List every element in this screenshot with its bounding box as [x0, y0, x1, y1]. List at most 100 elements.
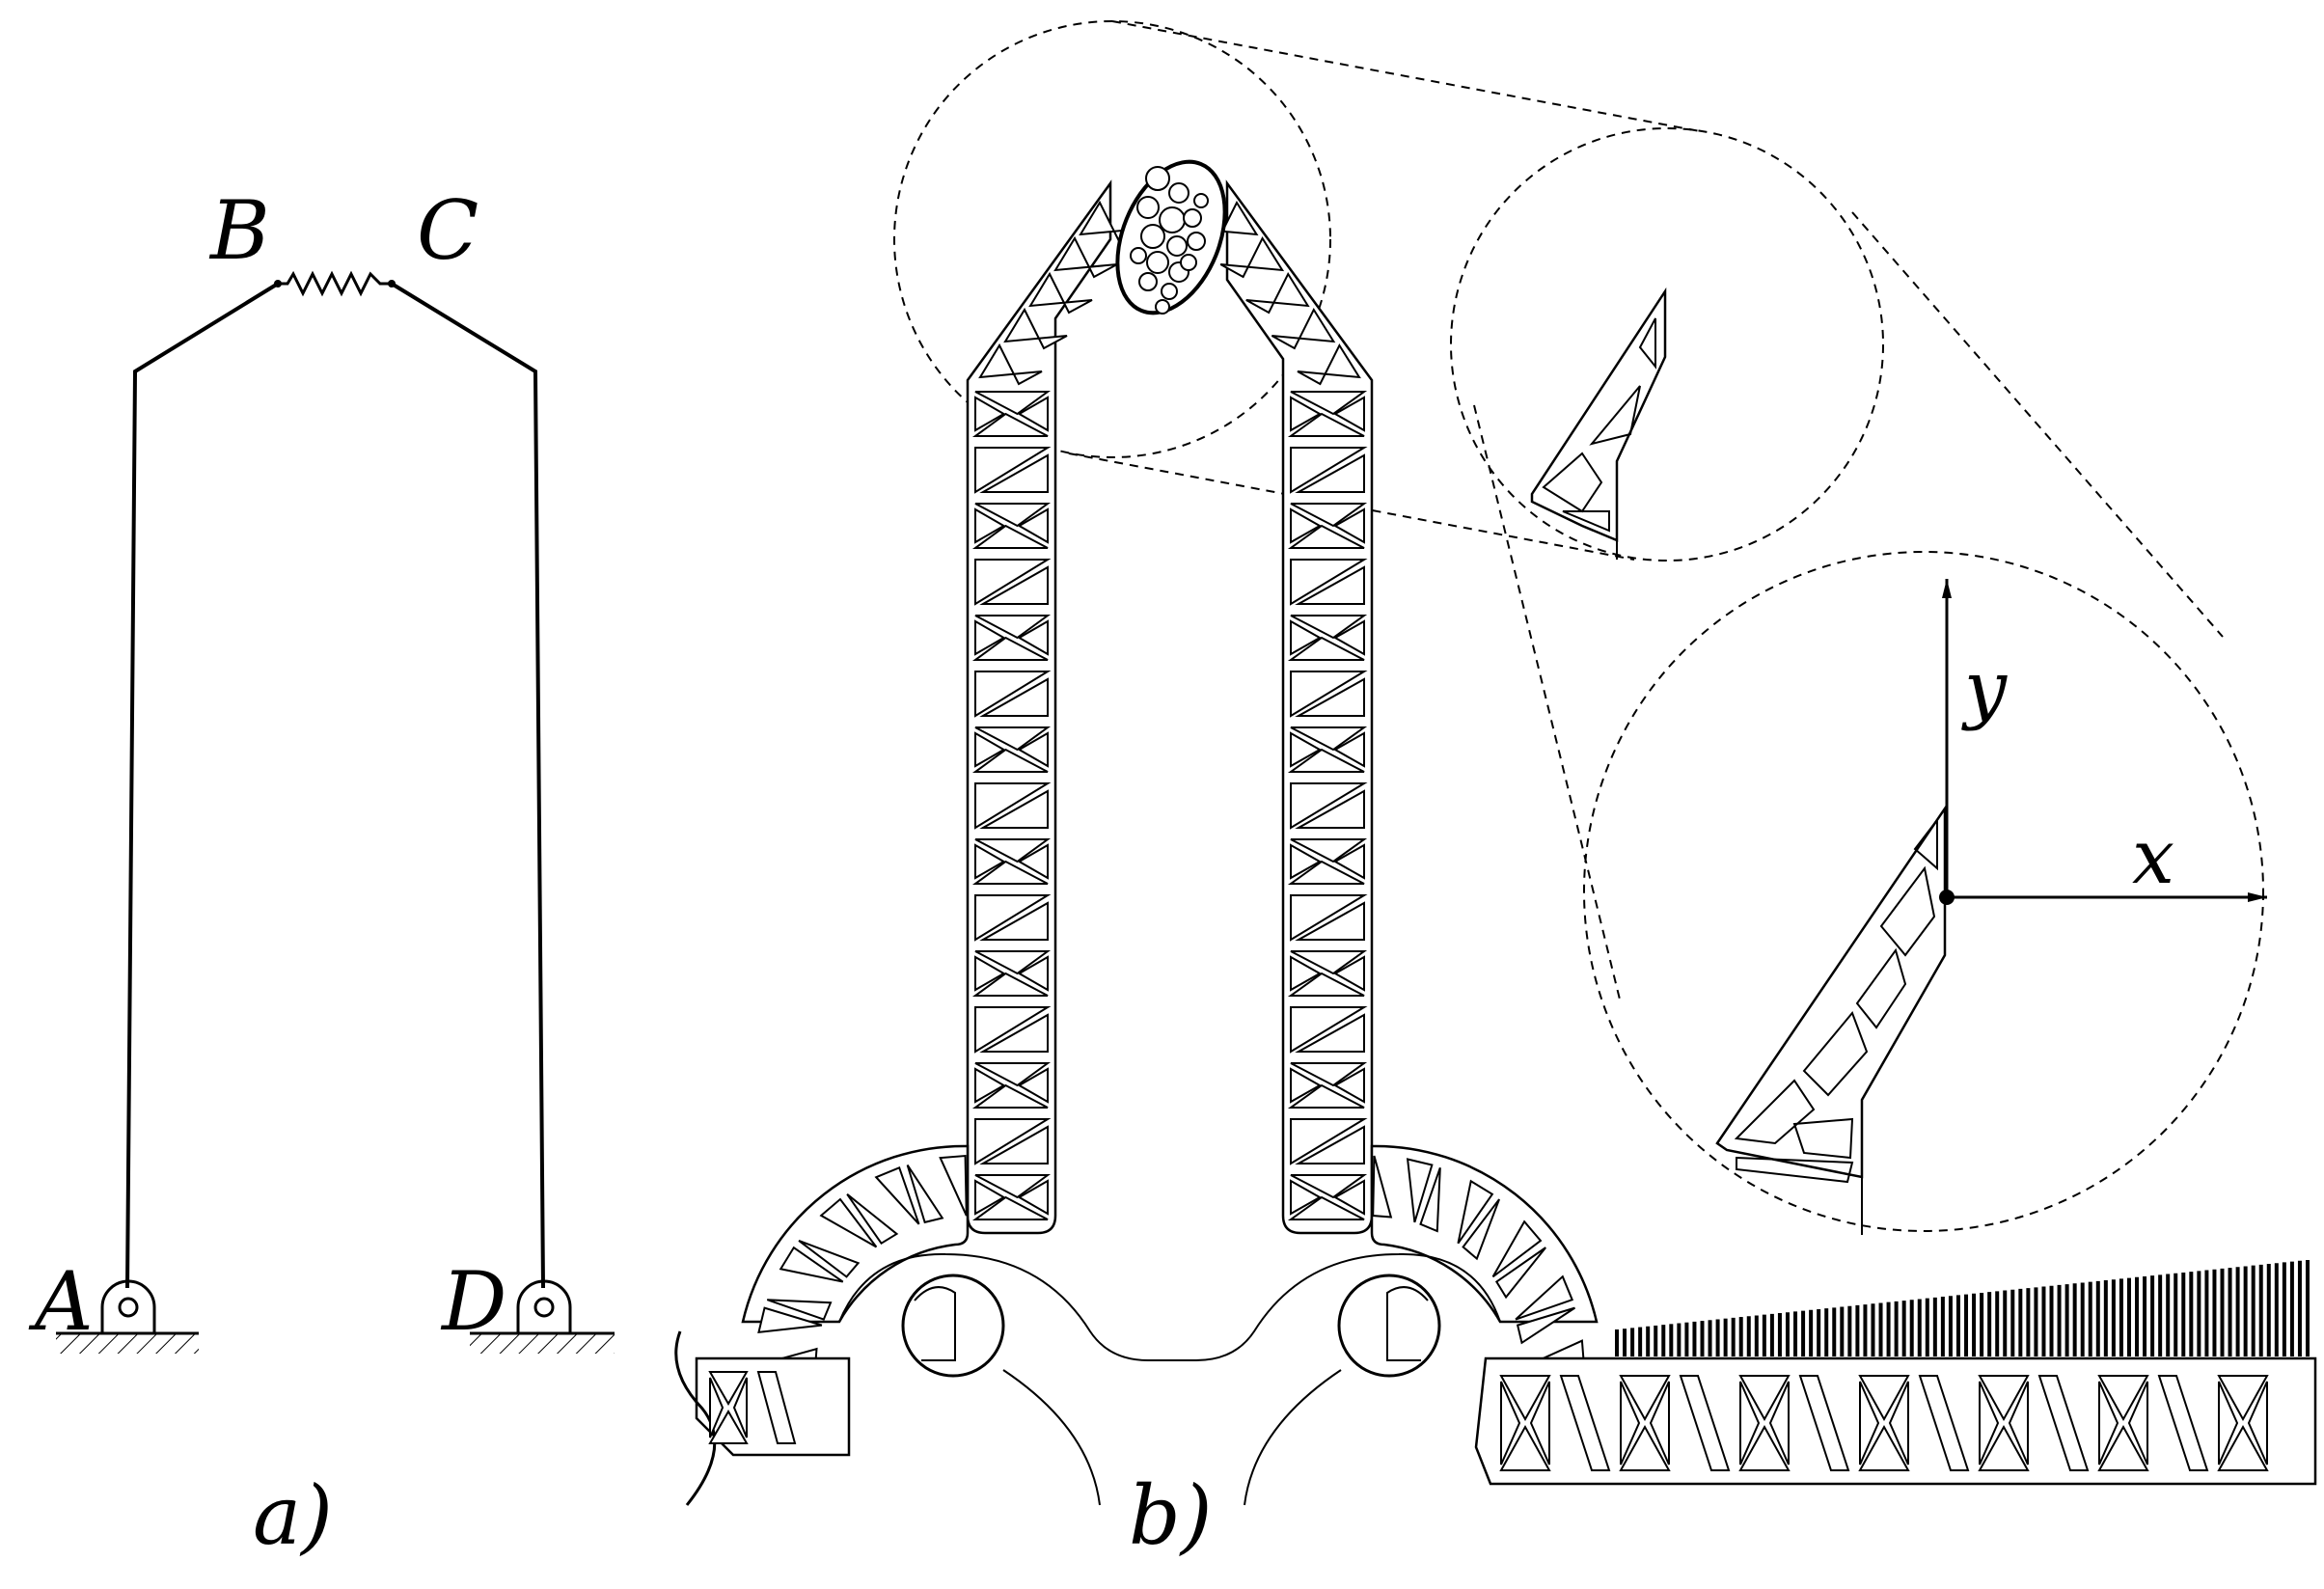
pin-support-d	[470, 1279, 615, 1354]
lattice-cell	[1290, 731, 1323, 768]
lattice-cell	[906, 1164, 944, 1224]
pin-support-a	[56, 1279, 199, 1354]
lattice-cell	[1290, 782, 1368, 830]
lattice-cell	[1978, 1424, 2030, 1471]
lattice-cell	[1295, 453, 1365, 493]
central-body	[838, 1252, 1501, 1361]
panel-b-caption: b)	[1129, 1468, 1213, 1563]
magnification-callouts	[893, 20, 2264, 1232]
lattice-cell	[846, 1193, 899, 1246]
pebble	[1180, 254, 1197, 271]
lattice-cell	[757, 1306, 823, 1334]
lattice-cell	[1516, 1306, 1576, 1345]
lattice-cell	[974, 1067, 1006, 1104]
panel-a-frame-diagram: B C A D a)	[28, 183, 615, 1563]
lattice-cell	[1295, 789, 1365, 829]
lattice-cell	[939, 1154, 968, 1217]
lattice-cell	[971, 1083, 1049, 1109]
pebble	[1193, 193, 1209, 208]
label-d: D	[440, 1254, 506, 1349]
lattice-cell	[974, 1118, 1052, 1165]
label-b: B	[208, 183, 270, 278]
lattice-cell	[798, 1240, 861, 1278]
right-hinge	[1337, 1274, 1441, 1378]
label-x: x	[2132, 814, 2174, 901]
lattice-cell	[1290, 396, 1323, 432]
lattice-cell	[732, 1377, 748, 1438]
body-lower-left	[1002, 1369, 1101, 1506]
lattice-cell	[974, 955, 1006, 992]
lattice-cell	[1290, 507, 1323, 544]
lattice-cell	[1738, 1375, 1791, 1422]
lattice-cell	[1738, 1424, 1791, 1471]
right-finger-lattice	[1194, 200, 1368, 1220]
pebble	[1136, 196, 1160, 219]
pebble	[1155, 299, 1170, 315]
lattice-cell	[1619, 1424, 1671, 1471]
lattice-cell	[708, 1371, 749, 1407]
lattice-cell	[978, 342, 1043, 386]
lattice-cell	[1290, 1174, 1368, 1199]
pebble	[1161, 283, 1178, 300]
lattice-cell	[1017, 619, 1049, 656]
lattice-cell	[766, 1299, 833, 1321]
lattice-cell	[971, 972, 1049, 997]
lattice-cell	[1017, 396, 1049, 432]
lattice-cell	[1287, 412, 1365, 437]
lattice-cell	[1017, 843, 1049, 880]
lattice-cell	[1017, 731, 1049, 768]
lattice-cell	[1287, 1083, 1365, 1109]
lattice-cell	[1290, 1118, 1368, 1165]
lattice-cell	[2127, 1381, 2148, 1466]
lattice-cell	[1739, 1381, 1761, 1466]
lattice-cell	[971, 412, 1049, 437]
lattice-cell	[974, 447, 1052, 494]
grasped-object	[1115, 159, 1227, 315]
lattice-cell	[2247, 1381, 2268, 1466]
label-a: A	[28, 1254, 94, 1349]
lattice-cell	[1295, 1013, 1365, 1053]
lattice-cell	[974, 1179, 1006, 1216]
lattice-cell	[1290, 843, 1323, 880]
lattice-cell	[1290, 950, 1368, 975]
lattice-cell	[974, 843, 1006, 880]
lattice-cell	[979, 677, 1049, 717]
lattice-cell	[974, 671, 1052, 718]
lattice-cell	[1290, 503, 1368, 528]
lattice-cell	[2157, 1375, 2209, 1471]
lattice-cell	[1858, 1424, 1910, 1471]
lattice-cell	[971, 524, 1049, 549]
lattice-cell	[974, 731, 1006, 768]
lattice-cell	[1295, 565, 1365, 605]
lattice-cell	[971, 860, 1049, 885]
bristle-comb	[1615, 1260, 2310, 1356]
lattice-cell	[974, 503, 1052, 528]
magnified-element-small	[1530, 287, 1667, 560]
lattice-cell	[974, 782, 1052, 830]
lattice-cell	[979, 1125, 1049, 1164]
lattice-cell	[1053, 235, 1118, 279]
lattice-cell	[779, 1246, 844, 1283]
lattice-cell	[1219, 235, 1285, 279]
lattice-cell	[1372, 1155, 1393, 1219]
lattice-cell	[2218, 1381, 2239, 1466]
lattice-cell	[1859, 1381, 1880, 1466]
lattice-cell	[1290, 955, 1323, 992]
left-column	[125, 282, 280, 1289]
lattice-cell	[1499, 1424, 1551, 1471]
magnified-element-large	[1715, 804, 1947, 1235]
lattice-cell	[2217, 1375, 2269, 1422]
lattice-cell	[974, 950, 1052, 975]
label-c: C	[417, 183, 478, 278]
lattice-cell	[974, 391, 1052, 416]
lattice-cell	[1457, 1179, 1494, 1245]
lattice-cell	[1491, 1219, 1543, 1278]
spring-bc	[278, 270, 392, 297]
node-c-dot	[388, 280, 396, 288]
lattice-cell	[974, 1174, 1052, 1199]
lattice-cell	[1290, 615, 1368, 640]
pebble	[1146, 251, 1169, 274]
node-b-dot	[274, 280, 282, 288]
lattice-cell	[979, 565, 1049, 605]
lattice-cell	[2097, 1424, 2149, 1471]
